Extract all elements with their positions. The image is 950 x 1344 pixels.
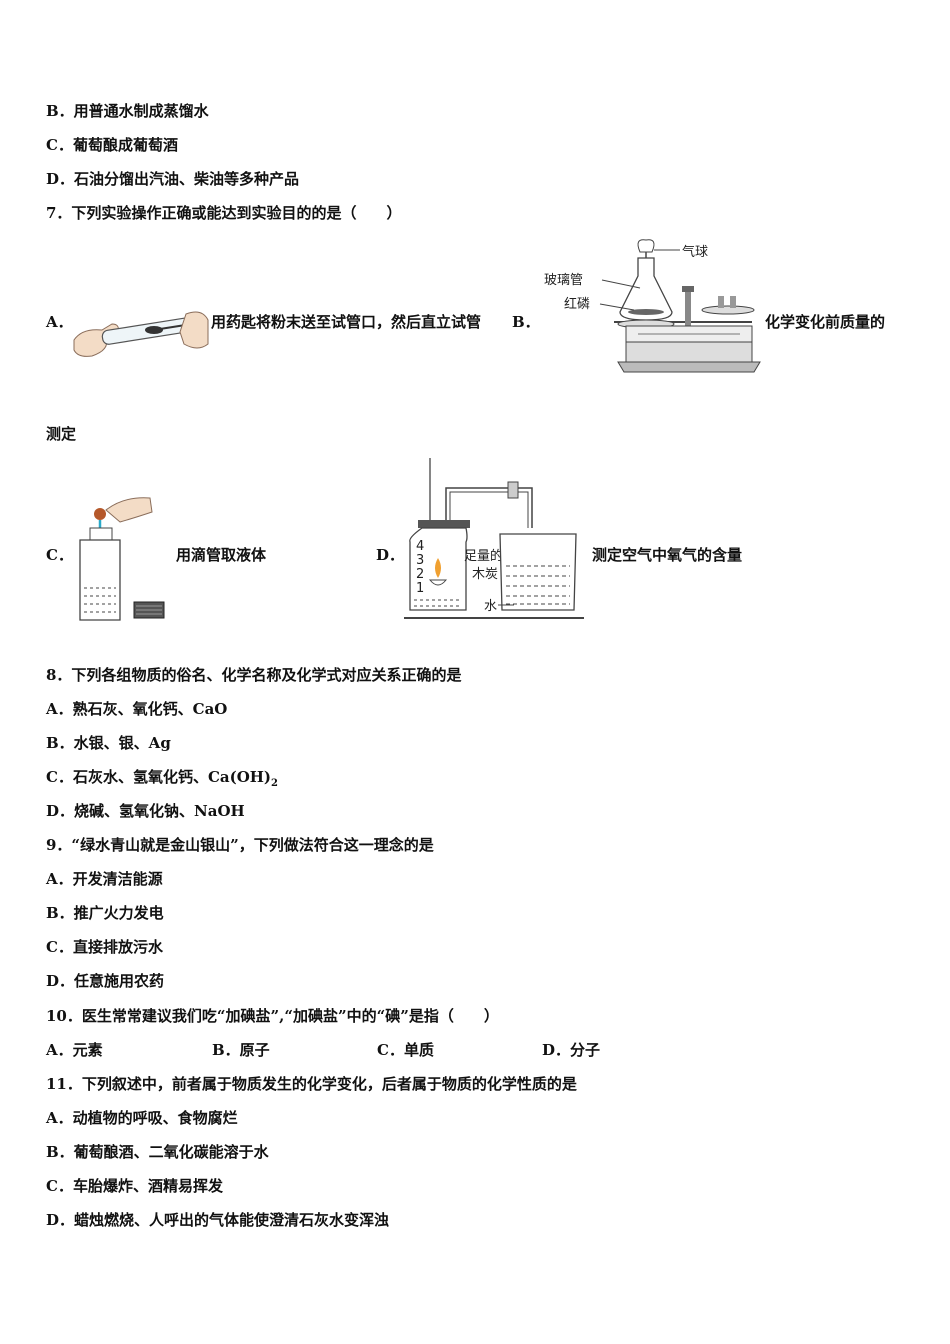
q7-d-mark-2: 2 xyxy=(416,567,424,582)
q8-option-d: D．烧碱、氢氧化钠、NaOH xyxy=(46,802,245,820)
q9-option-a: A．开发清洁能源 xyxy=(46,870,163,888)
q7-b-red-phosphorus-label: 红磷 xyxy=(564,296,590,312)
q11-option-c: C．车胎爆炸、酒精易挥发 xyxy=(46,1177,223,1195)
q7-d-charcoal-label-2: 木炭 xyxy=(472,567,498,582)
q7-d-charcoal-label-1: 足量的 xyxy=(464,548,503,564)
q7-figure-d-oxygen-apparatus: 4 3 2 1 足量的 木炭 水 xyxy=(404,458,584,619)
q9-stem: 9．“绿水青山就是金山银山”，下列做法符合这一理念的是 xyxy=(46,836,434,854)
q11-stem: 11．下列叙述中，前者属于物质发生的化学变化，后者属于物质的化学性质的是 xyxy=(46,1075,577,1093)
q7-option-a-text: 用药匙将粉末送至试管口，然后直立试管 xyxy=(211,313,482,331)
q7-option-d-text: 测定空气中氧气的含量 xyxy=(592,546,743,564)
q7-figure-b-balance: 气球 玻璃管 红磷 xyxy=(544,239,761,373)
q9-option-c: C．直接排放污水 xyxy=(46,938,163,956)
q6-option-d: D．石油分馏出汽油、柴油等多种产品 xyxy=(46,170,300,188)
q7-d-mark-3: 3 xyxy=(416,553,424,568)
q9-option-d: D．任意施用农药 xyxy=(46,972,165,990)
q7-option-a-label: A． xyxy=(46,313,73,331)
q11-option-b: B．葡萄酿酒、二氧化碳能溶于水 xyxy=(46,1143,269,1161)
q6-option-b: B．用普通水制成蒸馏水 xyxy=(46,102,209,120)
q10-option-a: A．元素 xyxy=(46,1041,103,1059)
q8-option-c-subscript: 2 xyxy=(271,778,278,789)
q10-option-b: B．原子 xyxy=(212,1041,270,1059)
q7-d-water-label: 水 xyxy=(484,599,497,614)
q7-stem: 7．下列实验操作正确或能达到实验目的的是（ ） xyxy=(46,204,402,222)
q11-option-a: A．动植物的呼吸、食物腐烂 xyxy=(46,1109,238,1127)
q8-option-a: A．熟石灰、氧化钙、CaO xyxy=(46,700,228,718)
q7-option-b-text: 化学变化前质量的 xyxy=(765,313,886,331)
q7-option-c-label: C． xyxy=(46,546,73,564)
q11-option-d: D．蜡烛燃烧、人呼出的气体能使澄清石灰水变浑浊 xyxy=(46,1211,390,1229)
q8-option-c-text: C．石灰水、氢氧化钙、Ca(OH) xyxy=(46,768,272,786)
q7-b-balloon-label: 气球 xyxy=(682,244,708,260)
q7-option-c-text: 用滴管取液体 xyxy=(176,546,267,564)
q6-option-c: C．葡萄酿成葡萄酒 xyxy=(46,136,178,154)
q7-b-glass-tube-label: 玻璃管 xyxy=(544,273,583,288)
q8-option-c: C．石灰水、氢氧化钙、Ca(OH)2 xyxy=(46,767,278,794)
q10-option-c: C．单质 xyxy=(377,1041,434,1059)
q7-figure-a-spatula xyxy=(73,311,209,357)
q7-option-b-text-continued: 测定 xyxy=(46,425,77,443)
q8-option-b: B．水银、银、Ag xyxy=(46,734,171,752)
q7-figure-c-dropper xyxy=(79,497,165,621)
q7-option-d-label: D． xyxy=(376,546,405,564)
q9-option-b: B．推广火力发电 xyxy=(46,904,164,922)
q7-d-mark-1: 1 xyxy=(416,581,424,596)
q7-d-mark-4: 4 xyxy=(416,539,424,554)
q8-stem: 8．下列各组物质的俗名、化学名称及化学式对应关系正确的是 xyxy=(46,666,462,684)
q10-stem: 10．医生常常建议我们吃“加碘盐”,“加碘盐”中的“碘”是指（ ） xyxy=(46,1007,499,1025)
q7-option-b-label: B． xyxy=(512,313,540,331)
q10-option-d: D．分子 xyxy=(542,1041,601,1059)
